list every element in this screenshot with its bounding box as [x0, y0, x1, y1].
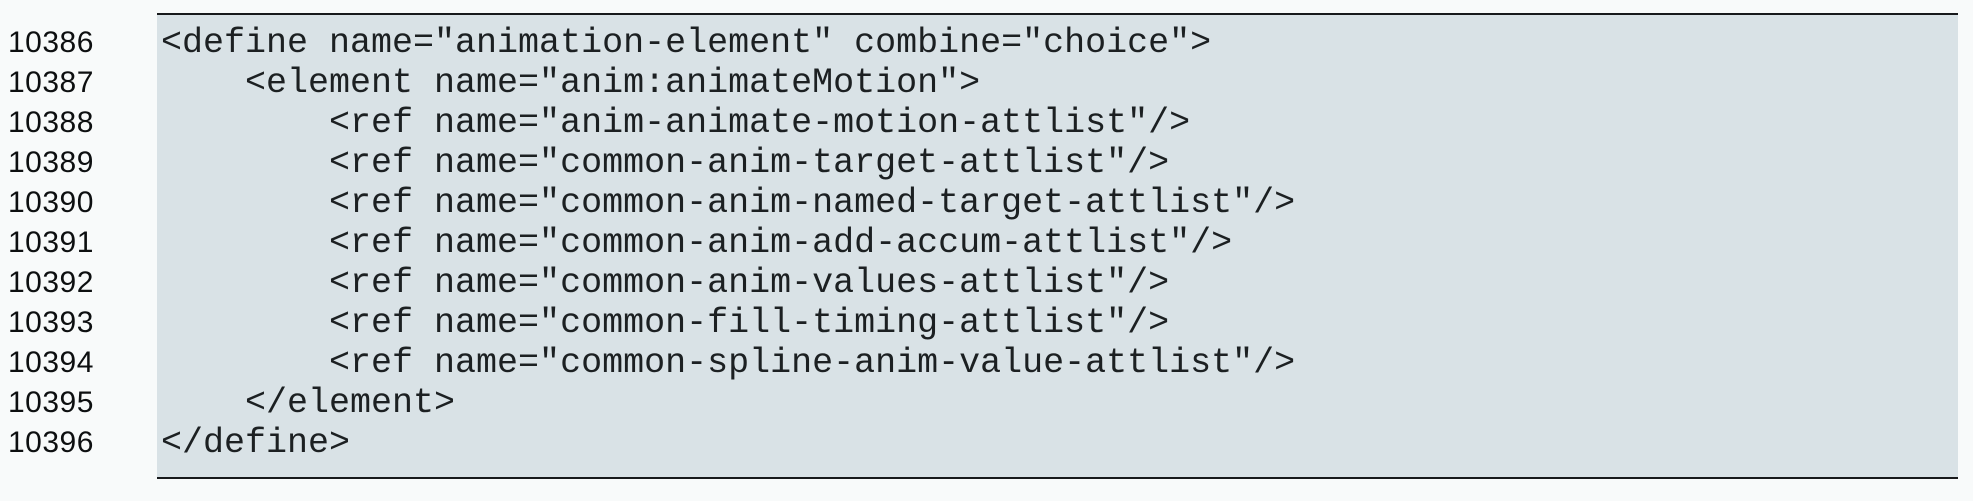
code-line: <ref name="anim-animate-motion-attlist"/…	[161, 103, 1191, 143]
code-line: <ref name="common-spline-anim-value-attl…	[161, 343, 1296, 383]
code-listing-block: <define name="animation-element" combine…	[157, 13, 1958, 479]
code-line: <ref name="common-fill-timing-attlist"/>	[161, 303, 1170, 343]
line-number: 10393	[8, 306, 94, 339]
line-number: 10387	[8, 66, 94, 99]
line-number: 10391	[8, 226, 94, 259]
code-line: </define>	[161, 423, 351, 463]
line-number: 10389	[8, 146, 94, 179]
line-number: 10388	[8, 106, 94, 139]
code-line: <define name="animation-element" combine…	[161, 23, 1212, 63]
line-number: 10396	[8, 426, 94, 459]
line-number: 10386	[8, 26, 94, 59]
code-line: <ref name="common-anim-named-target-attl…	[161, 183, 1296, 223]
code-line: </element>	[161, 383, 456, 423]
code-line: <ref name="common-anim-values-attlist"/>	[161, 263, 1170, 303]
code-line: <ref name="common-anim-add-accum-attlist…	[161, 223, 1233, 263]
line-number: 10394	[8, 346, 94, 379]
code-line: <element name="anim:animateMotion">	[161, 63, 981, 103]
line-number: 10395	[8, 386, 94, 419]
line-number: 10392	[8, 266, 94, 299]
line-number-gutter: 10386 10387 10388 10389 10390 10391 1039…	[8, 23, 148, 463]
code-line: <ref name="common-anim-target-attlist"/>	[161, 143, 1170, 183]
line-number: 10390	[8, 186, 94, 219]
